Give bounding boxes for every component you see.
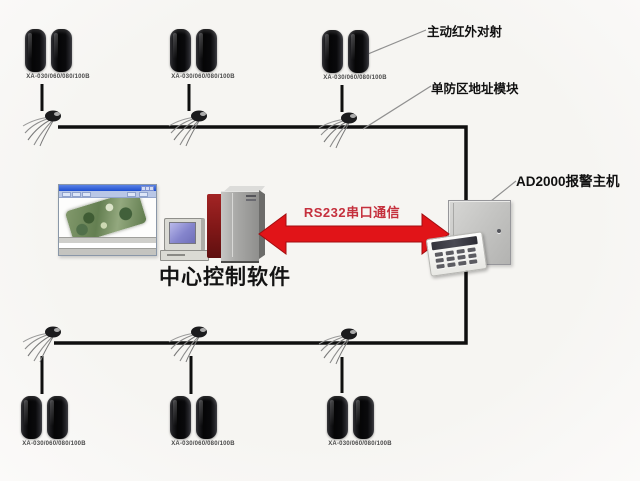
ir-detector-icon [170, 29, 191, 72]
label-rs232: RS232串口通信 [303, 205, 401, 220]
ir-detector-icon [47, 396, 68, 439]
tower-seam [232, 193, 233, 257]
control-computer [160, 218, 209, 261]
detector-pair-top-1: XA-030/060/080/100B [20, 29, 96, 81]
zone-address-module-icon [168, 326, 207, 363]
detector-pair-top-2: XA-030/060/080/100B [165, 29, 241, 81]
detector-pair-bottom-3: XA-030/060/080/100B [322, 396, 398, 448]
ir-detector-icon [322, 30, 343, 73]
toolbar-button-icon [72, 192, 81, 197]
ir-detector-icon [348, 30, 369, 73]
close-icon [149, 186, 154, 191]
window-toolbar [59, 191, 156, 198]
site-map-image [64, 198, 148, 237]
toolbar-button-icon [139, 192, 148, 197]
detector-model-label: XA-030/060/080/100B [26, 74, 90, 80]
computer-base [160, 250, 209, 261]
toolbar-button-icon [62, 192, 71, 197]
monitor-icon [164, 218, 205, 251]
tower-vent [246, 195, 256, 197]
cabinet-door-hinge [453, 203, 454, 262]
window-lower-toolbar [59, 237, 156, 243]
toolbar-button-icon [127, 192, 136, 197]
zone-address-module-icon [318, 112, 357, 149]
drive-slot [167, 254, 185, 256]
tower-front-face [221, 191, 259, 263]
detector-pair-top-3: XA-030/060/080/100B [317, 30, 393, 82]
label-ir-beam: 主动红外对射 [427, 25, 503, 39]
alarm-keypad [425, 231, 488, 277]
detector-model-label: XA-030/060/080/100B [328, 441, 392, 447]
label-alarm-host: AD2000报警主机 [516, 174, 620, 189]
detector-model-label: XA-030/060/080/100B [171, 74, 235, 80]
top-drop-lines [40, 84, 344, 112]
ir-detector-icon [327, 396, 348, 439]
zone-address-module-icon [168, 110, 207, 147]
ir-detector-icon [25, 29, 46, 72]
toolbar-button-icon [82, 192, 91, 197]
ir-detector-icon [353, 396, 374, 439]
window-status-bar [59, 248, 156, 255]
window-title-bar [59, 185, 156, 191]
leader-ir-beam [367, 29, 427, 55]
top-bus-line [58, 125, 468, 202]
ir-detector-icon [196, 29, 217, 72]
control-software-window [58, 184, 157, 256]
detector-pair-bottom-1: XA-030/060/080/100B [16, 396, 92, 448]
bottom-bus-line [54, 270, 468, 345]
label-center-software: 中心控制软件 [159, 265, 291, 289]
ir-detector-icon [170, 396, 191, 439]
monitor-screen [169, 222, 196, 244]
server-tower [206, 185, 266, 263]
zone-address-module-icon [318, 328, 357, 365]
rs232-arrow-icon [258, 213, 450, 255]
leader-zone-module [362, 85, 432, 130]
zone-address-module-icon [22, 326, 61, 363]
bottom-drop-lines [40, 356, 344, 394]
tower-vent [246, 199, 256, 201]
detector-model-label: XA-030/060/080/100B [323, 75, 387, 81]
ir-detector-icon [196, 396, 217, 439]
label-zone-module: 单防区地址模块 [431, 82, 519, 96]
zone-address-module-icon [22, 110, 61, 147]
ir-detector-icon [21, 396, 42, 439]
tower-top-face [220, 186, 265, 195]
tower-side-face [259, 190, 265, 259]
detector-model-label: XA-030/060/080/100B [22, 441, 86, 447]
detector-pair-bottom-2: XA-030/060/080/100B [165, 396, 241, 448]
tower-red-panel [207, 194, 221, 258]
cabinet-lock-icon [497, 229, 501, 233]
ir-detector-icon [51, 29, 72, 72]
detector-model-label: XA-030/060/080/100B [171, 441, 235, 447]
map-view [59, 198, 156, 237]
